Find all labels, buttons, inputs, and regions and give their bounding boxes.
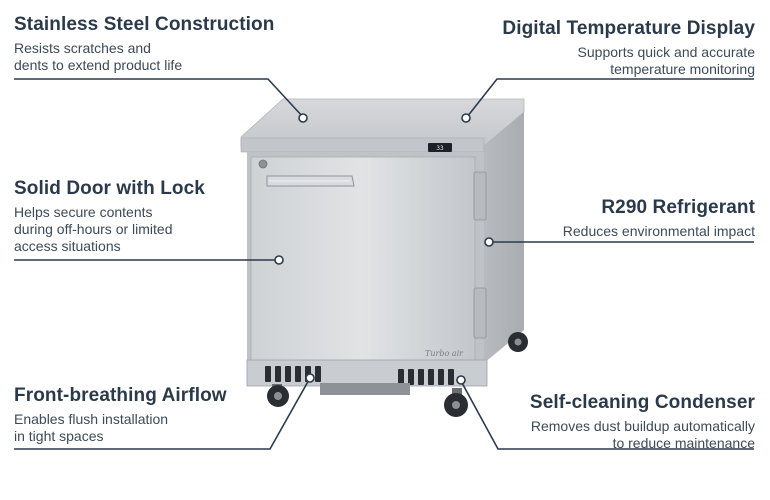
right-vent [398, 369, 454, 385]
dot-display [461, 113, 471, 123]
door-lock [258, 159, 268, 169]
dot-condenser [456, 375, 466, 385]
description-line: access situations [14, 238, 121, 254]
feature-title: R290 Refrigerant [601, 197, 755, 218]
brand-badge: Turbo air [425, 349, 464, 358]
description-line: during off-hours or limited [14, 221, 173, 237]
leader-condenser [460, 380, 754, 450]
leader-airflow [14, 377, 311, 450]
feature-description: Reduces environmental impact [515, 223, 755, 240]
leader-display [466, 78, 754, 118]
description-line: in tight spaces [14, 428, 104, 444]
dot-stainless [298, 113, 308, 123]
dot-refrigerant [484, 237, 494, 247]
feature-door-lock: Solid Door with Lock Helps secure conten… [14, 178, 254, 255]
description-line: Reduces environmental impact [562, 223, 755, 239]
description-line: Supports quick and accurate [577, 44, 755, 60]
feature-description: Helps secure contents during off-hours o… [14, 204, 254, 255]
feature-description: Enables flush installation in tight spac… [14, 411, 274, 445]
cabinet-side [478, 110, 524, 368]
dot-door [274, 255, 284, 265]
feature-title: Self-cleaning Condenser [529, 392, 755, 413]
description-line: Enables flush installation [14, 411, 169, 427]
feature-condenser: Self-cleaning Condenser Removes dust bui… [455, 392, 755, 452]
feature-title: Digital Temperature Display [502, 18, 755, 39]
feature-stainless-steel: Stainless Steel Construction Resists scr… [14, 14, 314, 74]
description-line: temperature monitoring [610, 61, 755, 77]
display-reading: 33 [436, 145, 444, 152]
feature-description: Removes dust buildup automatically to re… [455, 418, 755, 452]
caster-rear-right [508, 332, 528, 352]
feature-description: Resists scratches and dents to extend pr… [14, 40, 314, 74]
description-line: Resists scratches and [14, 40, 151, 56]
description-line: Helps secure contents [14, 204, 153, 220]
feature-title: Stainless Steel Construction [14, 14, 275, 35]
hinge-bottom [473, 287, 487, 339]
dot-airflow [305, 373, 315, 383]
description-line: dents to extend product life [14, 57, 183, 73]
description-line: to reduce maintenance [612, 435, 755, 451]
feature-title: Front-breathing Airflow [14, 385, 227, 406]
feature-digital-display: Digital Temperature Display Supports qui… [455, 18, 755, 78]
temperature-display [428, 143, 452, 152]
condenser-tray [320, 383, 410, 395]
description-line: Removes dust buildup automatically [530, 418, 755, 434]
door-panel [250, 156, 476, 363]
feature-refrigerant: R290 Refrigerant Reduces environmental i… [515, 197, 755, 240]
feature-title: Solid Door with Lock [14, 178, 205, 199]
callout-dots [274, 113, 494, 385]
caster-front-right [444, 388, 468, 417]
feature-airflow: Front-breathing Airflow Enables flush in… [14, 385, 274, 445]
feature-description: Supports quick and accurate temperature … [455, 44, 755, 78]
hinge-top [473, 171, 487, 221]
leader-stainless [14, 78, 304, 118]
caster-front-left [267, 384, 289, 407]
callout-leaders [14, 78, 754, 450]
